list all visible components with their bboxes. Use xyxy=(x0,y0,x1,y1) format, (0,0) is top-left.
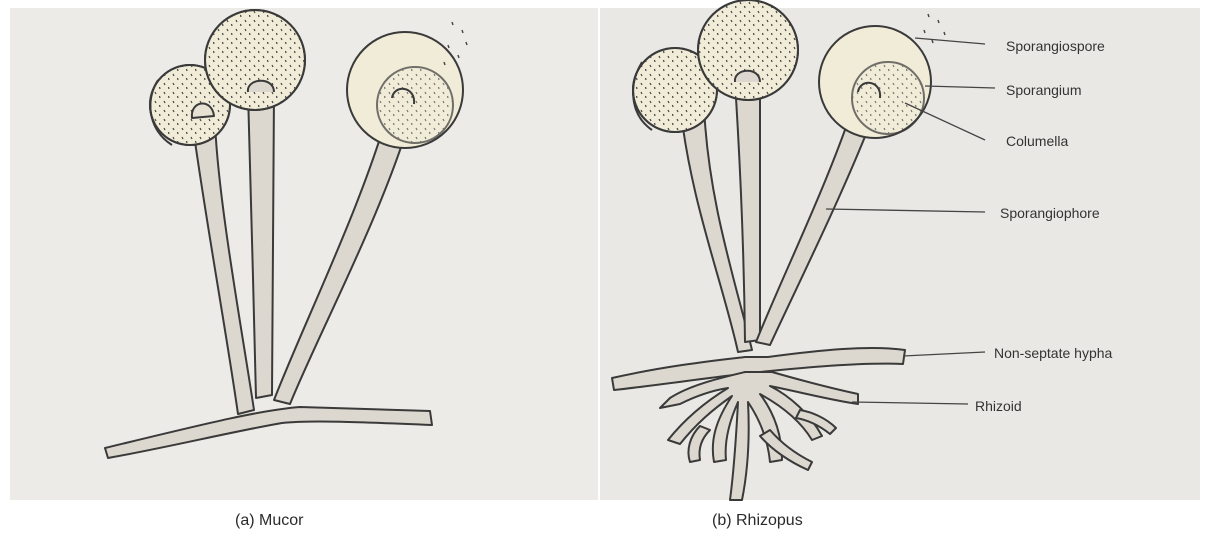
label-columella: Columella xyxy=(1006,133,1068,149)
label-sporangiospore: Sporangiospore xyxy=(1006,38,1105,54)
caption-mucor: (a) Mucor xyxy=(235,512,303,530)
caption-rhizopus: (b) Rhizopus xyxy=(712,512,803,530)
label-sporangium: Sporangium xyxy=(1006,82,1082,98)
label-rhizoid: Rhizoid xyxy=(975,398,1022,414)
panel-background-a xyxy=(10,8,598,500)
label-non-septate-hypha: Non-septate hypha xyxy=(994,345,1113,361)
mucor-columella-top xyxy=(248,81,274,92)
label-sporangiophore: Sporangiophore xyxy=(1000,205,1100,221)
rhizopus-columella-top xyxy=(735,71,760,82)
